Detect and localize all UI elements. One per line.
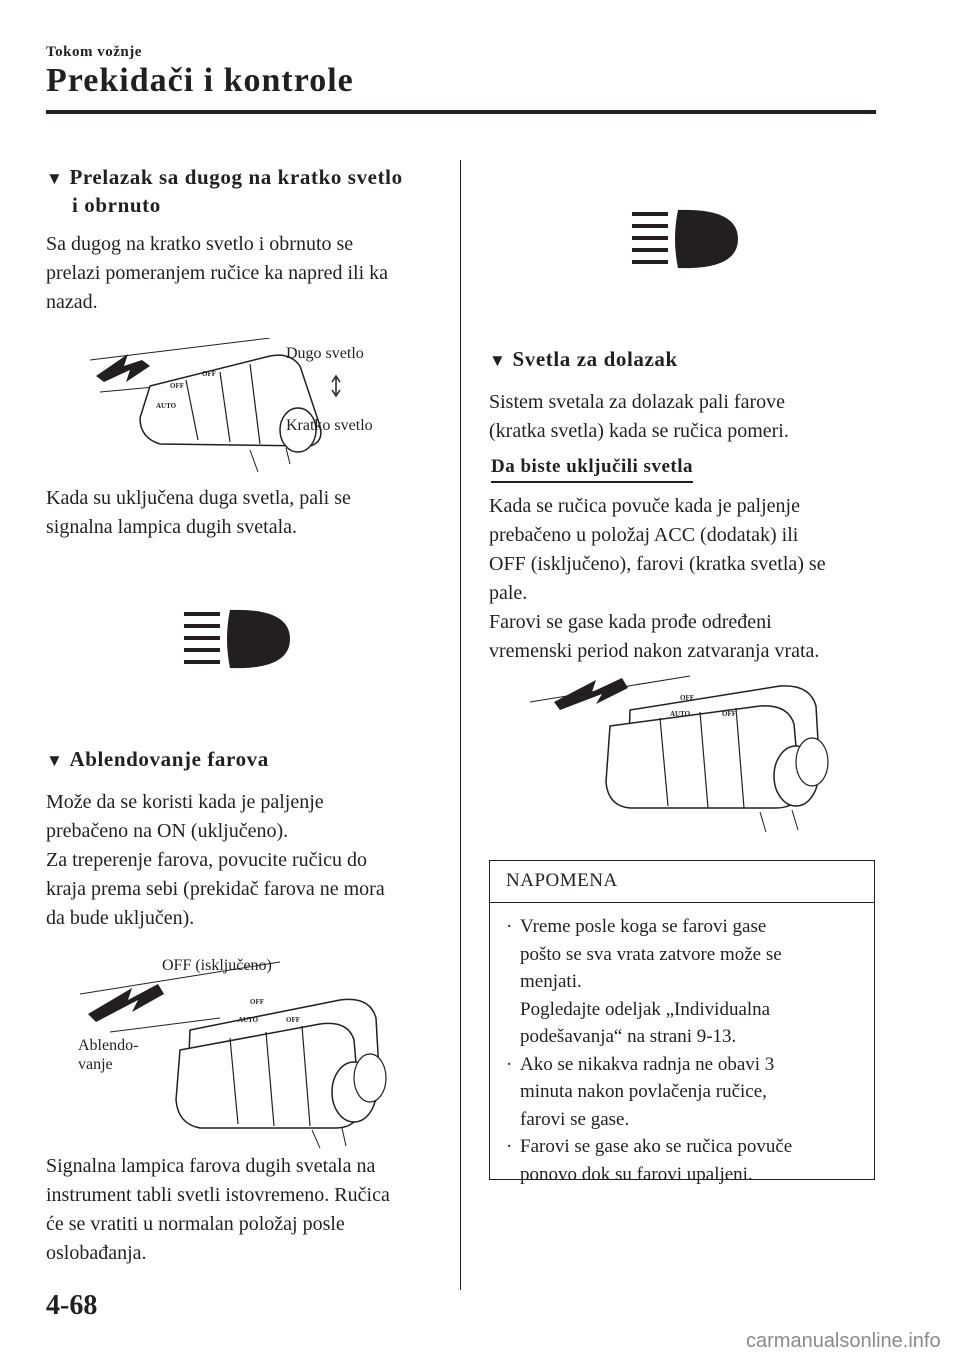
svg-text:OFF: OFF	[170, 382, 184, 390]
heading-high-low-beam-line2: i obrnuto	[72, 193, 161, 217]
svg-text:OFF: OFF	[250, 998, 264, 1006]
label-low-beam: Kratko svetlo	[286, 417, 373, 434]
paragraph-high-beam-indicator: Kada su uključena duga svetla, pali se s…	[46, 487, 351, 538]
svg-text:OFF: OFF	[680, 694, 694, 702]
paragraph-beam-switch: Sa dugog na kratko svetlo i obrnuto se p…	[46, 233, 389, 313]
svg-text:AUTO: AUTO	[238, 1016, 259, 1024]
lever-switch-illustration: OFF AUTO OFF	[90, 338, 341, 473]
svg-text:AUTO: AUTO	[156, 402, 177, 410]
page-number: 4-68	[46, 1290, 98, 1321]
triangle-bullet-icon: ▼	[46, 169, 64, 188]
lever-switch-flash-illustration: OFF AUTO OFF	[80, 961, 387, 1149]
up-down-arrow-icon	[331, 374, 341, 398]
header-rule	[46, 110, 876, 114]
note-item: Farovi se gase ako se ručica povuče pono…	[504, 1133, 866, 1188]
label-flashing: Ablendo- vanje	[78, 1037, 139, 1073]
column-divider	[460, 160, 461, 1290]
label-off: OFF (isključeno)	[162, 957, 272, 974]
triangle-bullet-icon: ▼	[46, 751, 64, 770]
label-high-beam: Dugo svetlo	[286, 345, 364, 362]
paragraph-coming-home: Sistem svetala za dolazak pali farove (k…	[489, 391, 789, 442]
page-title: Prekidači i kontrole	[46, 62, 354, 99]
note-list: Vreme posle koga se farovi gase pošto se…	[490, 903, 874, 1188]
high-beam-indicator-icon	[184, 609, 290, 669]
watermark: carmanualsonline.info	[746, 1330, 941, 1352]
heading-coming-home-lights: ▼Svetla za dolazak	[489, 347, 678, 371]
note-box: NAPOMENA Vreme posle koga se farovi gase…	[489, 860, 875, 1185]
high-beam-indicator-icon	[632, 209, 738, 269]
double-arrow-icon	[96, 354, 150, 382]
paragraph-indicator-return: Signalna lampica farova dugih svetala na…	[46, 1155, 390, 1264]
paragraph-turn-on: Kada se ručica povuče kada je paljenje p…	[489, 495, 826, 662]
paragraph-flashing: Može da se koristi kada je paljenje preb…	[46, 791, 385, 929]
note-title: NAPOMENA	[490, 861, 874, 903]
subheading-turn-on: Da biste uključili svetla	[491, 456, 693, 483]
triangle-bullet-icon: ▼	[489, 351, 507, 370]
svg-text:AUTO: AUTO	[670, 710, 691, 718]
svg-text:OFF: OFF	[286, 1016, 300, 1024]
heading-high-low-beam: ▼Prelazak sa dugog na kratko svetlo	[46, 165, 403, 189]
heading-flashing: ▼Ablendovanje farova	[46, 747, 269, 771]
lever-switch-pull-illustration: OFF AUTO OFF	[530, 675, 829, 833]
note-item: Vreme posle koga se farovi gase pošto se…	[504, 913, 866, 1051]
section-label: Tokom vožnje	[46, 44, 142, 60]
note-item: Ako se nikakva radnja ne obavi 3 minuta …	[504, 1051, 866, 1134]
svg-text:OFF: OFF	[722, 710, 736, 718]
svg-text:OFF: OFF	[202, 370, 216, 378]
